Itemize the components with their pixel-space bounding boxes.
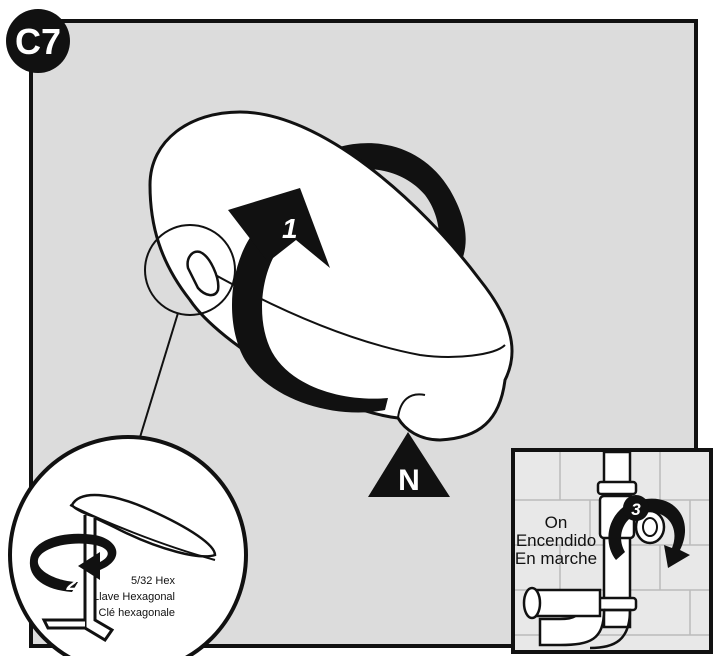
step-badge-label: C7 [15,21,61,62]
hex-key-label-line-1: 5/32 Hex [131,575,176,587]
step-badge: C7 [6,9,70,73]
hex-key-label-line-2: Llave Hexagonal [93,591,175,603]
step-1-label: 1 [282,213,298,244]
hex-key-label-line-3: Clé hexagonale [99,607,175,619]
step-2-label: 2 [65,573,77,595]
step-3-label: 3 [631,500,641,519]
water-on-label-line-3: En marche [515,549,597,568]
water-on-label-line-2: Encendido [516,531,596,550]
n-marker-label: N [398,464,420,497]
water-on-label-line-1: On [545,513,568,532]
hex-key-detail: 2 5/32 Hex Llave Hexagonal Clé hexagonal… [10,437,246,656]
water-on-inset: 3 On Encendido En marche [513,450,711,652]
